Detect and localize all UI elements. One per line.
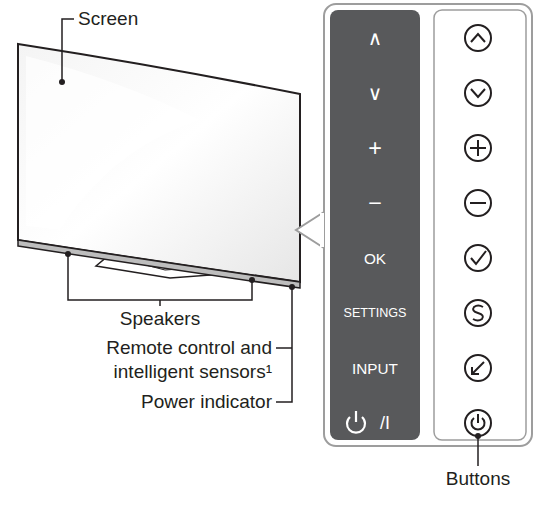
bracket-line: [68, 254, 252, 300]
button-label: −: [330, 188, 420, 218]
callout-joint: [320, 213, 324, 247]
button-label: ∨: [330, 80, 420, 106]
button-column: [434, 10, 526, 440]
callout-panel: [324, 4, 532, 446]
button-icons: [465, 25, 491, 436]
leader-line: [62, 19, 74, 82]
button-label: OK: [330, 248, 420, 269]
part-label: Screen: [78, 8, 138, 30]
leader-line: [276, 287, 292, 402]
part-label: Buttons: [446, 468, 510, 490]
tv-bezel: [18, 240, 300, 288]
callout-pointer: [296, 212, 324, 248]
button-label-panel: ∧ ∨ + − OK SETTINGS INPUT/I: [330, 10, 420, 440]
leader-line: [276, 347, 292, 349]
button-label: /I: [330, 411, 420, 435]
button-label: ∧: [330, 25, 420, 51]
part-label: Power indicator: [141, 391, 272, 413]
screen-reflection: [26, 56, 200, 230]
leader-line: [159, 300, 161, 306]
power-symbol: [347, 411, 365, 433]
button-label: +: [330, 133, 420, 163]
button-label: INPUT: [330, 358, 420, 379]
part-label: Remote control and: [106, 337, 272, 359]
button-label: SETTINGS: [330, 304, 420, 322]
part-label: intelligent sensors¹: [114, 361, 272, 383]
part-label: Speakers: [120, 308, 200, 330]
leader-line: [477, 436, 479, 466]
label-panel: [330, 10, 420, 440]
